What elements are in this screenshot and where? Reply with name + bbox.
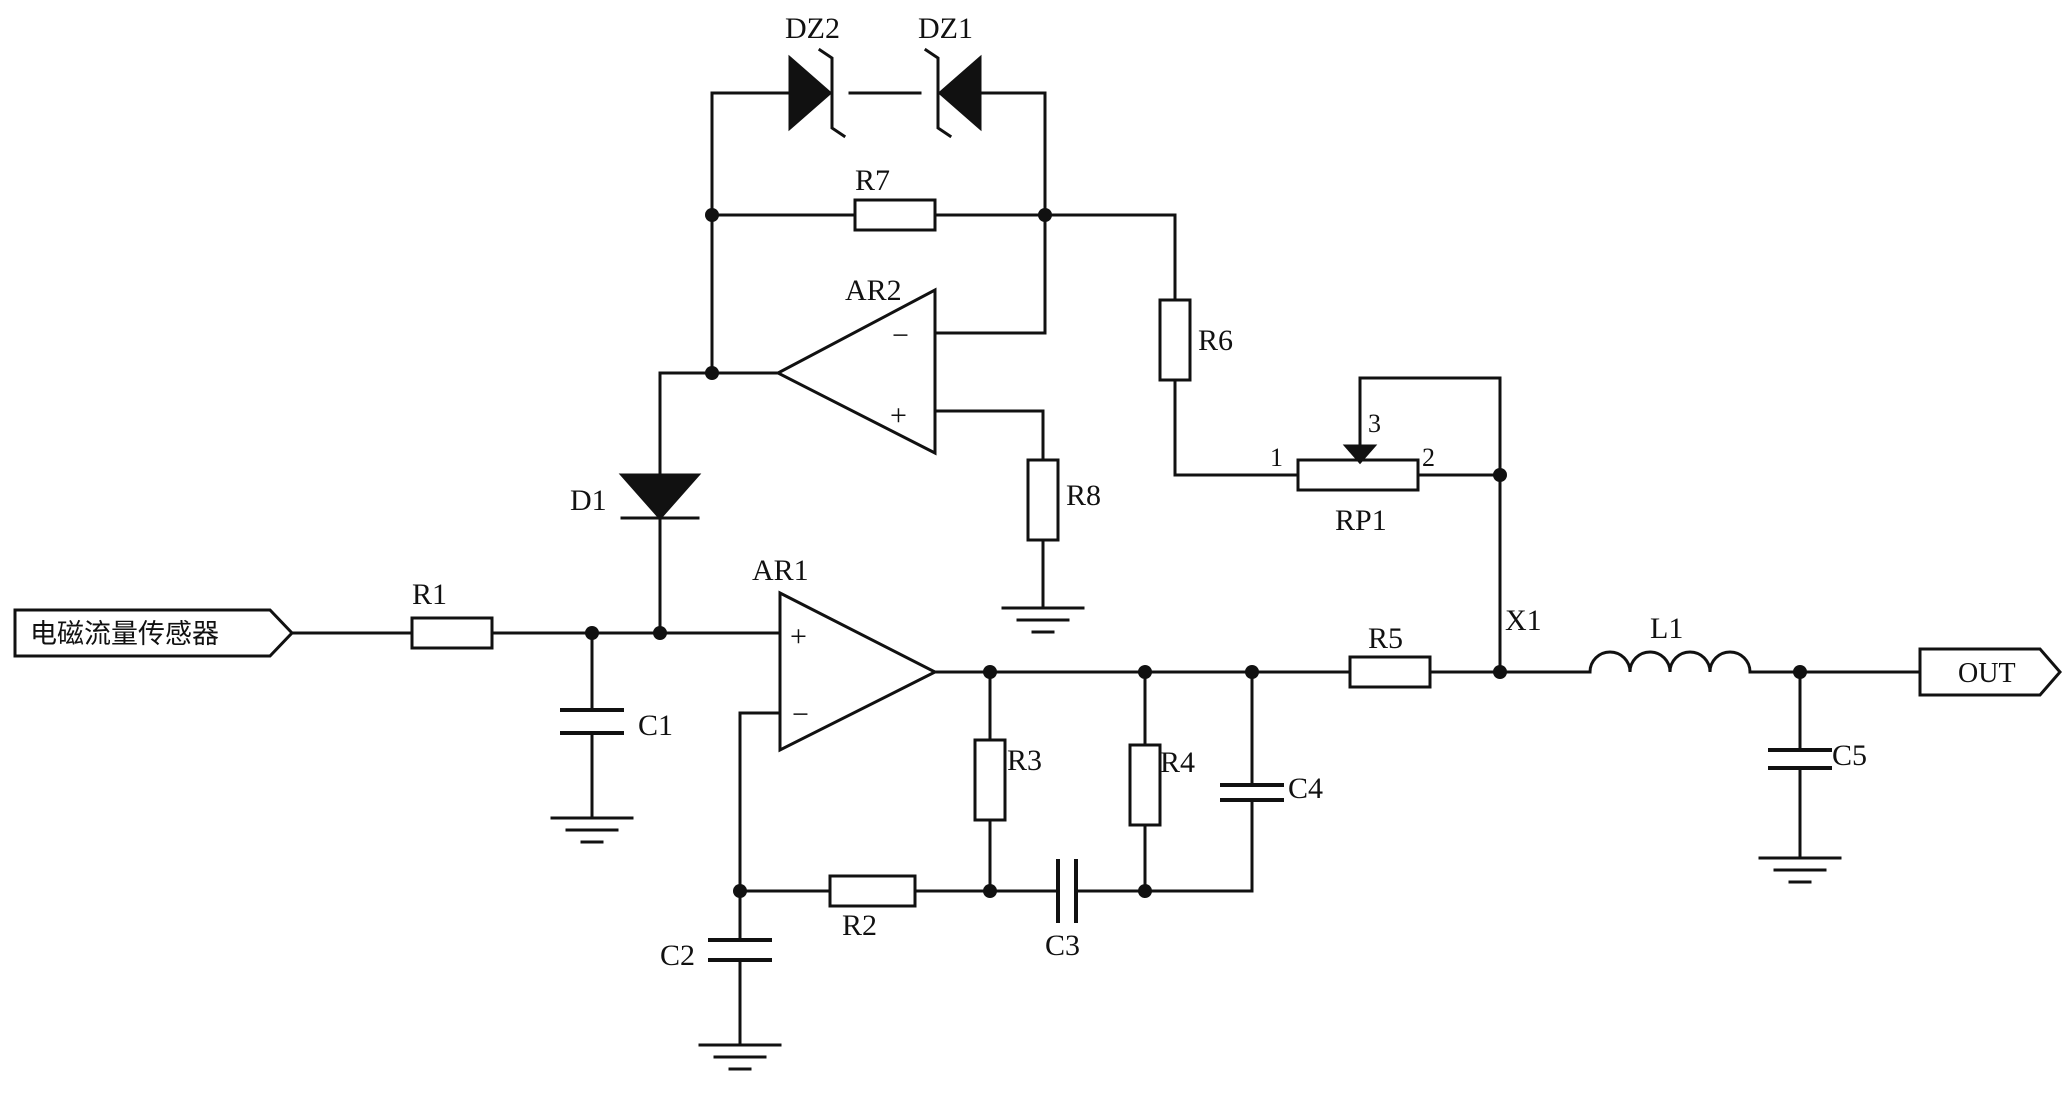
r6-label: R6	[1198, 324, 1233, 357]
ground-c1	[552, 818, 632, 842]
rp1-pin3-label: 3	[1368, 409, 1381, 438]
capacitor-c3: C3	[1045, 859, 1080, 962]
capacitor-c5: C5	[1768, 739, 1867, 772]
resistor-r6: R6	[1160, 300, 1233, 380]
diode-d1: D1	[570, 475, 698, 518]
dz1-label: DZ1	[918, 12, 973, 45]
capacitor-c1: C1	[560, 709, 673, 742]
rp1-label: RP1	[1335, 504, 1387, 537]
l1-label: L1	[1650, 612, 1683, 645]
output-port: OUT	[1920, 649, 2060, 695]
r1-label: R1	[412, 578, 447, 611]
opamp-ar1: AR1 + −	[752, 554, 935, 750]
ground-r8	[1003, 608, 1083, 632]
capacitor-c2: C2	[660, 939, 772, 972]
r8-label: R8	[1066, 479, 1101, 512]
resistor-r1: R1	[412, 578, 492, 648]
c3-label: C3	[1045, 929, 1080, 962]
junction-dots	[585, 208, 1807, 898]
resistor-r7: R7	[855, 164, 935, 230]
zener-dz2: DZ2	[785, 12, 844, 136]
inductor-l1: L1	[1590, 612, 1750, 672]
ground-c5	[1760, 858, 1840, 882]
resistor-r3: R3	[975, 740, 1042, 820]
wires	[292, 93, 1920, 1045]
r2-label: R2	[842, 909, 877, 942]
ar2-label: AR2	[845, 274, 902, 307]
c5-label: C5	[1832, 739, 1867, 772]
c1-label: C1	[638, 709, 673, 742]
ar1-label: AR1	[752, 554, 809, 587]
dz2-label: DZ2	[785, 12, 840, 45]
ar1-plus-sign: +	[790, 620, 807, 653]
ground-c2	[700, 1045, 780, 1069]
ar2-minus-sign: −	[892, 319, 909, 352]
opamp-ar2: AR2 − +	[778, 274, 935, 453]
ar1-minus-sign: −	[792, 698, 809, 731]
zener-dz1: DZ1	[918, 12, 980, 136]
x1-label: X1	[1505, 604, 1542, 637]
d1-label: D1	[570, 484, 607, 517]
rp1-pin2-label: 2	[1422, 443, 1435, 472]
output-port-label: OUT	[1958, 658, 2016, 689]
ar2-plus-sign: +	[890, 399, 907, 432]
resistor-r4: R4	[1130, 745, 1195, 825]
input-port-label: 电磁流量传感器	[30, 619, 219, 650]
resistor-r8: R8	[1028, 460, 1101, 540]
r5-label: R5	[1368, 622, 1403, 655]
rp1-pin1-label: 1	[1270, 443, 1283, 472]
resistor-r5: R5	[1350, 622, 1430, 687]
c2-label: C2	[660, 939, 695, 972]
resistor-r2: R2	[830, 876, 915, 942]
r4-label: R4	[1160, 746, 1195, 779]
input-port: 电磁流量传感器	[15, 610, 292, 656]
c4-label: C4	[1288, 772, 1323, 805]
r7-label: R7	[855, 164, 890, 197]
potentiometer-rp1: RP1 1 2 3	[1270, 409, 1435, 537]
r3-label: R3	[1007, 744, 1042, 777]
capacitor-c4: C4	[1220, 772, 1323, 805]
